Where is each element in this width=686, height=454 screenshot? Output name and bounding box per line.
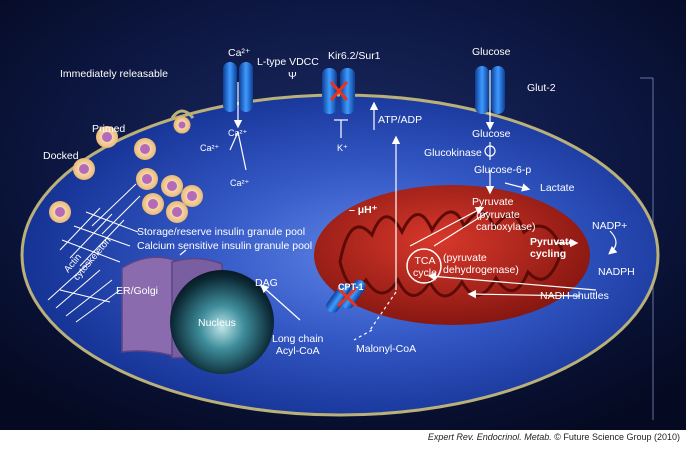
mu-h-label: – μH⁺ (349, 204, 378, 216)
nucleus-label: Nucleus (198, 317, 236, 329)
nadph-label: NADPH (598, 266, 635, 278)
l-type-vdcc-label: L-type VDCC (257, 56, 319, 68)
dag-label: DAG (255, 277, 278, 289)
atp-adp-label: ATP/ADP (378, 114, 423, 126)
l-type-vdcc-channel (223, 62, 253, 112)
ca2-left-label: Ca²⁺ (200, 143, 220, 153)
ca2-top-label: Ca²⁺ (228, 47, 251, 59)
nadh-shuttles-label: NADH shuttles (540, 290, 609, 302)
glucose6p-label: Glucose-6-p (474, 164, 532, 176)
kir62-sur1-channel (322, 68, 355, 114)
primed-label: Primed (92, 123, 126, 135)
insulin-granules (49, 126, 203, 223)
immediately-releasable-label: Immediately releasable (60, 68, 168, 80)
pyruvate-carboxylase-label: (pyruvate carboxylase) (476, 209, 536, 233)
beta-cell-diagram (0, 0, 686, 430)
pyruvate-cycling-label: Pyruvate cycling (530, 236, 575, 260)
ca2-low-label: Ca²⁺ (230, 178, 250, 188)
nadp-plus-label: NADP+ (592, 220, 628, 232)
pyruvate-dehydrogenase-label: (pyruvate dehydrogenase) (443, 252, 519, 276)
actin-cytoskeleton-lines (47, 183, 141, 323)
k-plus-label: K⁺ (337, 143, 348, 153)
long-chain-label: Long chain Acyl-CoA (272, 333, 324, 357)
nucleus (170, 270, 274, 374)
malonyl-label: Malonyl-CoA (356, 343, 417, 355)
journal-name: Expert Rev. Endocrinol. Metab. (427, 432, 552, 442)
psi-label: Ψ (288, 70, 297, 82)
mitochondrion (314, 185, 590, 325)
glucose-top-label: Glucose (472, 46, 511, 58)
figure-caption: Expert Rev. Endocrinol. Metab. © Future … (0, 432, 680, 442)
tca-label: TCA cycle (413, 255, 437, 279)
glucose-in-label: Glucose (472, 128, 511, 140)
tca-cycle-circle (406, 248, 442, 284)
cpt1-transporter (326, 279, 366, 313)
publisher: © Future Science Group (2010) (554, 432, 680, 442)
pyruvate-label: Pyruvate (472, 196, 514, 208)
kir-label: Kir6.2/Sur1 (328, 50, 381, 62)
glut2-label: Glut-2 (527, 82, 556, 94)
lactate-label: Lactate (540, 182, 575, 194)
storage-pool-label: Storage/reserve insulin granule pool (137, 226, 306, 238)
fusing-granule (170, 109, 195, 134)
docked-label: Docked (43, 150, 79, 162)
ca2-mid-label: Ca²⁺ (228, 128, 248, 138)
calcium-pool-label: Calcium sensitive insulin granule pool (137, 240, 313, 252)
er-golgi-label: ER/Golgi (116, 285, 159, 297)
glucokinase-label: Glucokinase (424, 147, 482, 159)
cpt1-label: CPT-1 (338, 282, 364, 292)
glut2-transporter (475, 66, 505, 114)
